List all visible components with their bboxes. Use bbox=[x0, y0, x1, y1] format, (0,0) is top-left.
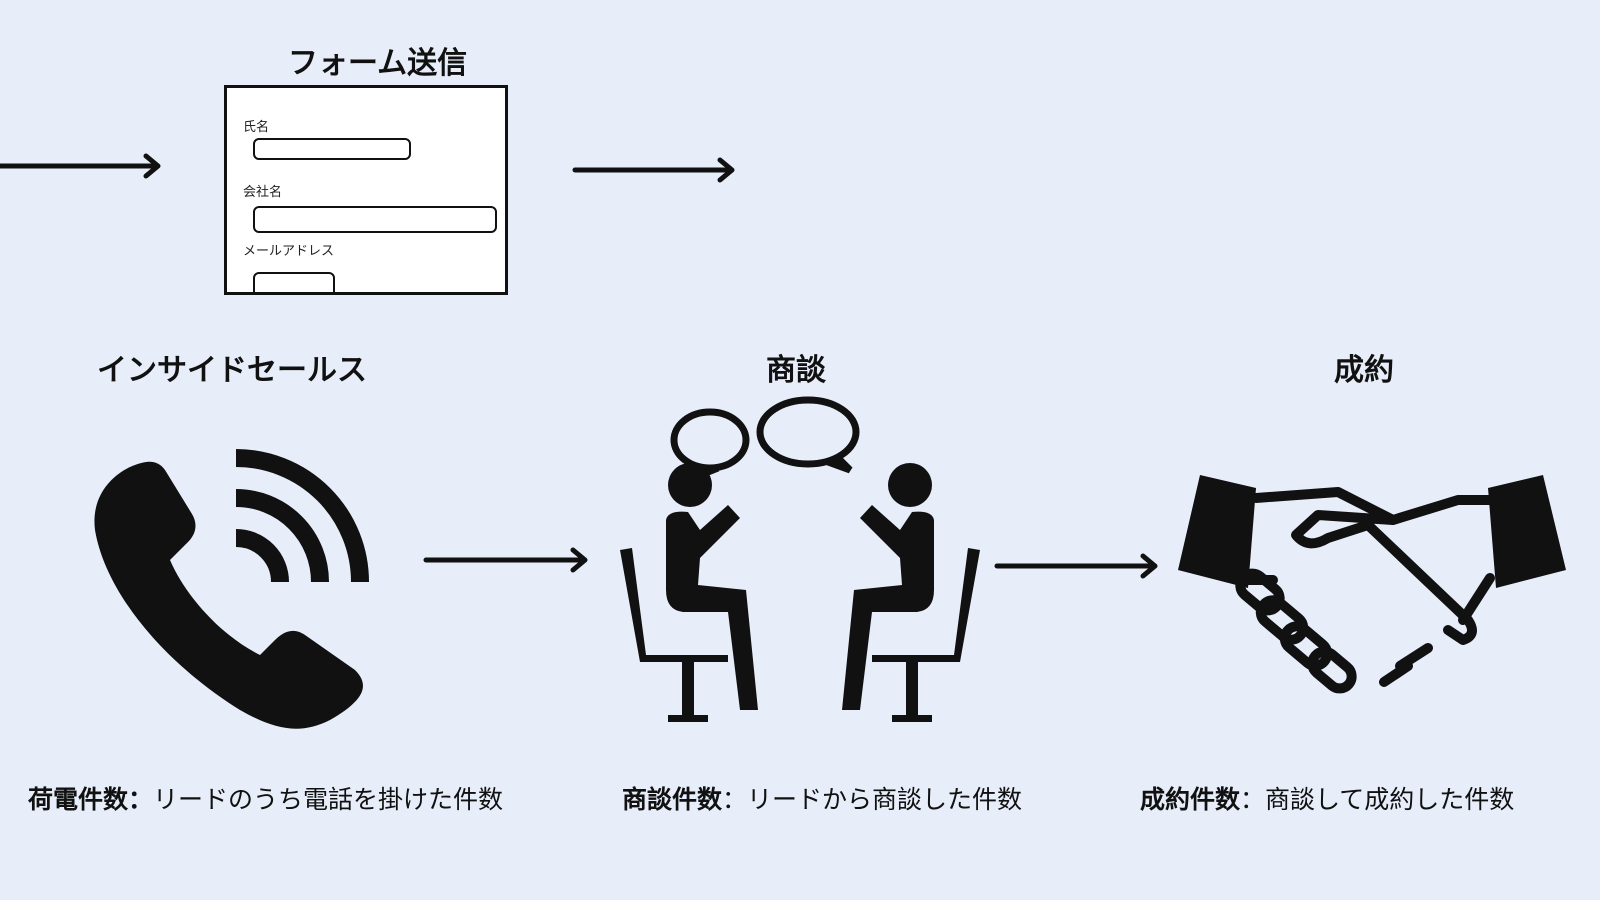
stage-title-meeting: 商談 bbox=[766, 353, 826, 388]
form-title: フォーム送信 bbox=[288, 46, 468, 81]
handshake-icon bbox=[1178, 475, 1566, 694]
field-label-name: 氏名 bbox=[243, 120, 270, 135]
meeting-icon bbox=[620, 396, 980, 722]
caption-call-count: 荷電件数：リードのうち電話を掛けた件数 bbox=[28, 780, 503, 816]
caption-label: 荷電件数： bbox=[28, 785, 154, 814]
caption-text: リードのうち電話を掛けた件数 bbox=[153, 785, 504, 814]
caption-label: 商談件数 bbox=[622, 785, 723, 814]
phone-icon bbox=[94, 449, 369, 729]
stage-title-inside-sales: インサイドセールス bbox=[97, 353, 367, 388]
caption-meeting-count: 商談件数：リードから商談した件数 bbox=[622, 780, 1022, 816]
caption-text: ：商談して成約した件数 bbox=[1240, 785, 1515, 814]
form-illustration: 氏名 会社名 メールアドレス bbox=[224, 85, 508, 295]
company-field bbox=[253, 206, 497, 233]
stage-title-contract: 成約 bbox=[1334, 353, 1394, 388]
email-field bbox=[253, 272, 335, 292]
caption-text: ：リードから商談した件数 bbox=[722, 785, 1023, 814]
field-label-email: メールアドレス bbox=[243, 244, 335, 259]
field-label-company: 会社名 bbox=[243, 185, 283, 200]
name-field bbox=[253, 138, 411, 160]
caption-label: 成約件数 bbox=[1140, 785, 1241, 814]
caption-contract-count: 成約件数：商談して成約した件数 bbox=[1140, 780, 1514, 816]
